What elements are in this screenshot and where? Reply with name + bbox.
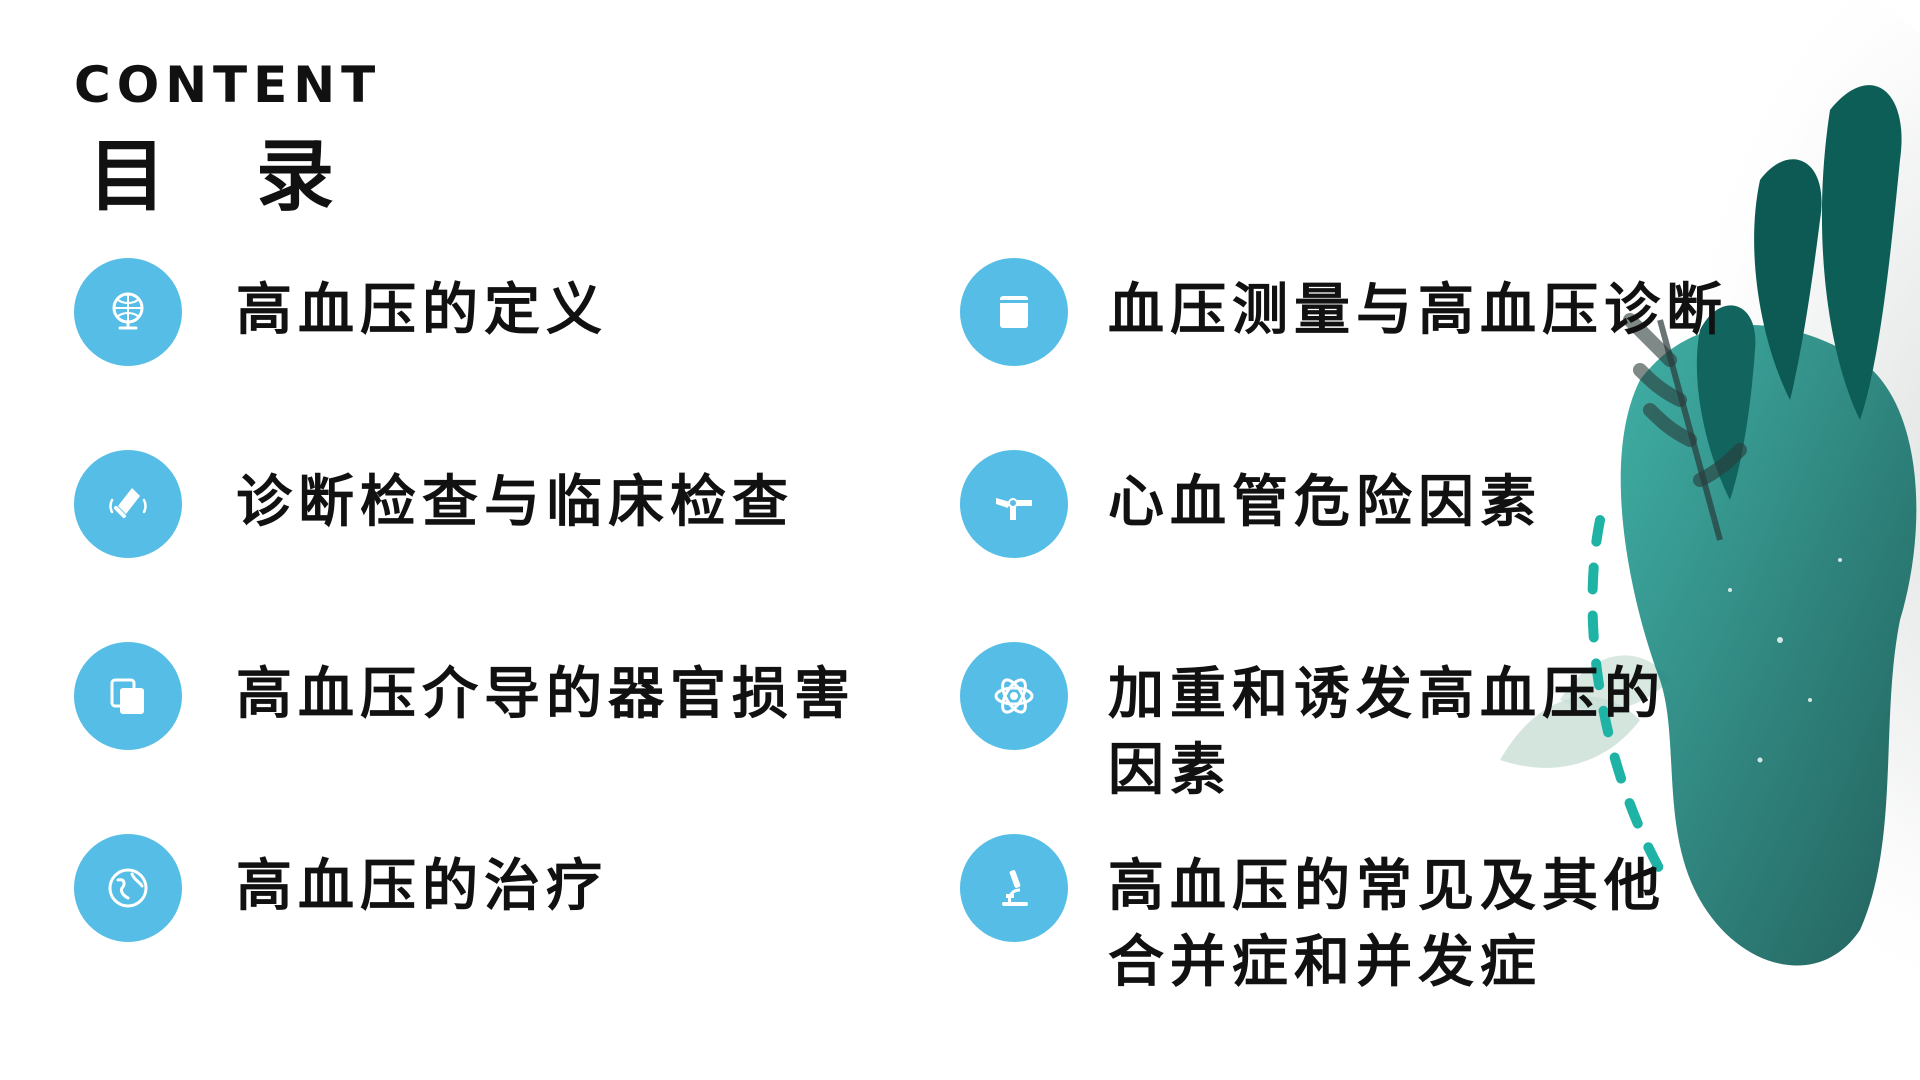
toc-item-icon-badge [960, 834, 1068, 942]
toc-item-label: 加重和诱发高血压的因素 [1108, 661, 1666, 803]
microscope-icon [1002, 870, 1028, 906]
toc-item-organ-damage[interactable]: 高血压介导的器官损害 [74, 642, 876, 750]
toc-item-icon-badge [960, 258, 1068, 366]
bell-icon [109, 488, 147, 518]
earth-icon [108, 868, 148, 908]
page-title: 目录 [88, 131, 425, 222]
toc-item-label: 血压测量与高血压诊断 [1108, 277, 1728, 343]
toc-item-icon-badge [74, 642, 182, 750]
toc-item-bp-measurement[interactable]: 血压测量与高血压诊断 [960, 258, 1868, 366]
book-icon [1000, 296, 1028, 328]
globe-icon [112, 292, 144, 330]
toc-item-icon-badge [74, 258, 182, 366]
toc-item-aggravating-factors[interactable]: 加重和诱发高血压的因素 [960, 642, 1708, 808]
section-kicker: CONTENT [74, 56, 382, 114]
toc-item-label: 心血管危险因素 [1108, 469, 1542, 535]
toc-item-diagnostic-exams[interactable]: 诊断检查与临床检查 [74, 450, 876, 558]
toc-item-treatment[interactable]: 高血压的治疗 [74, 834, 876, 942]
toc-item-definition[interactable]: 高血压的定义 [74, 258, 876, 366]
toc-item-icon-badge [74, 834, 182, 942]
toc-item-icon-badge [960, 642, 1068, 750]
toc-item-label: 高血压的定义 [236, 277, 608, 343]
toc-item-comorbidities[interactable]: 高血压的常见及其他合并症和并发症 [960, 834, 1708, 1000]
toc-item-icon-badge [960, 450, 1068, 558]
toc-item-icon-badge [74, 450, 182, 558]
toc-item-label: 高血压的治疗 [236, 853, 608, 919]
toc-item-label: 高血压介导的器官损害 [236, 661, 856, 727]
toc-item-label: 诊断检查与临床检查 [236, 469, 794, 535]
tools-icon [996, 498, 1032, 520]
documents-icon [110, 678, 144, 714]
toc-item-cv-risk-factors[interactable]: 心血管危险因素 [960, 450, 1868, 558]
atom-icon [994, 678, 1034, 714]
toc-item-label: 高血压的常见及其他合并症和并发症 [1108, 853, 1666, 995]
